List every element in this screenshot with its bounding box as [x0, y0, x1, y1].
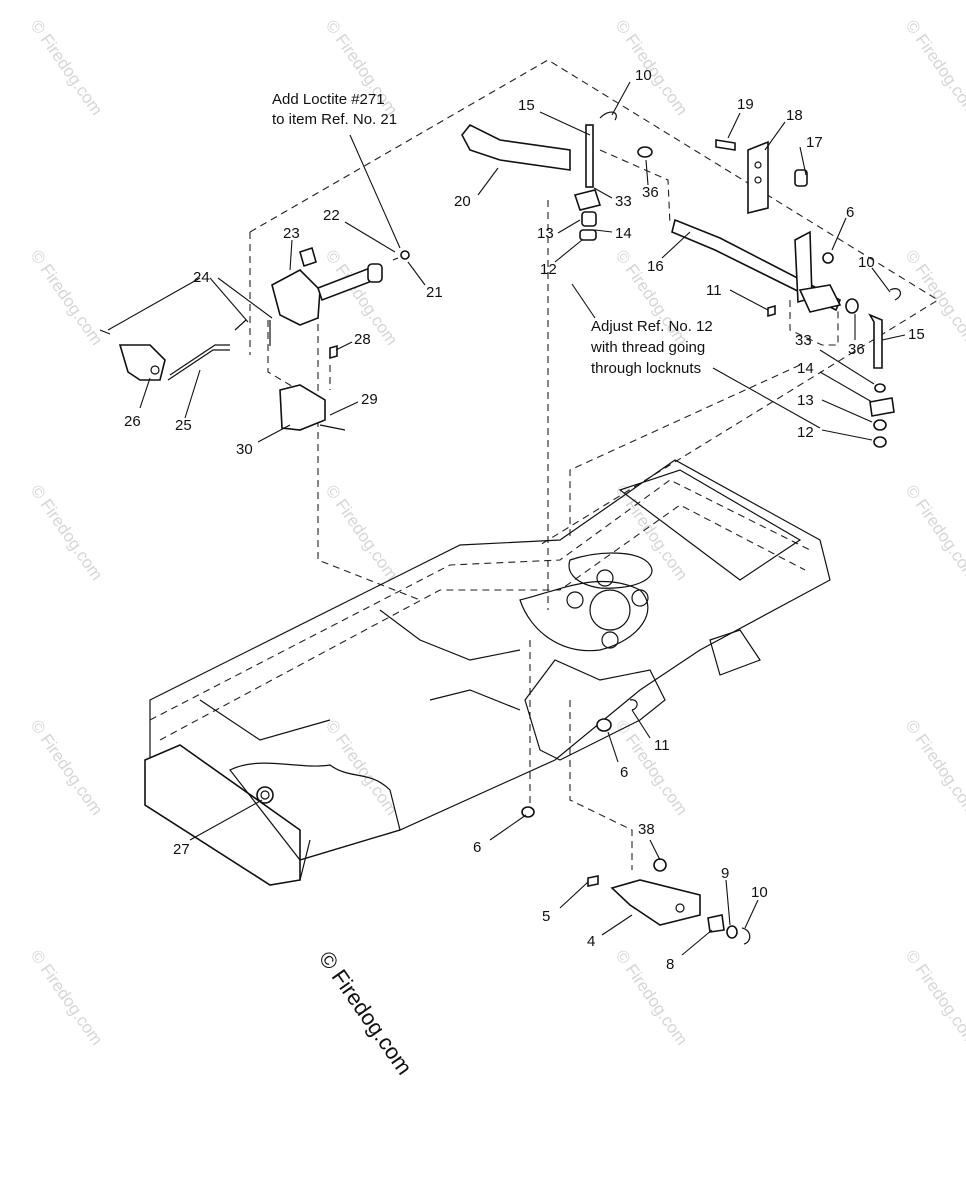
- callout: 13: [797, 392, 814, 409]
- callout: 10: [858, 254, 875, 271]
- callout-labels: 10 15 19 18 17 20 33 36 13 14 12 16 6 10…: [124, 67, 925, 973]
- callout: 10: [751, 884, 768, 901]
- callout: 20: [454, 193, 471, 210]
- watermark-grid: © Firedog.com © Firedog.com © Firedog.co…: [27, 16, 966, 1048]
- callout: 9: [721, 865, 729, 882]
- loctite-note-line: Add Loctite #271: [272, 91, 385, 108]
- callout: 16: [647, 258, 664, 275]
- adjust-note-line: Adjust Ref. No. 12: [591, 318, 713, 335]
- assembly-guides: [249, 59, 940, 870]
- watermark: © Firedog.com: [27, 246, 107, 348]
- watermark: © Firedog.com: [902, 946, 966, 1048]
- callout: 14: [615, 225, 632, 242]
- callout: 6: [846, 204, 854, 221]
- callout: 5: [542, 908, 550, 925]
- callout: 30: [236, 441, 253, 458]
- callout: 36: [848, 341, 865, 358]
- callout: 21: [426, 284, 443, 301]
- callout: 11: [654, 737, 670, 754]
- watermark: © Firedog.com: [612, 946, 692, 1048]
- callout: 4: [587, 933, 595, 950]
- copyright-watermark: © Firedog.com: [314, 947, 417, 1080]
- callout: 13: [537, 225, 554, 242]
- callout: 25: [175, 417, 192, 434]
- callout: 10: [635, 67, 652, 84]
- lift-linkage-parts: [461, 111, 902, 448]
- callout: 29: [361, 391, 378, 408]
- adjust-note-line: through locknuts: [591, 360, 701, 377]
- watermark: © Firedog.com: [322, 481, 402, 583]
- callout: 6: [473, 839, 481, 856]
- watermark: © Firedog.com: [902, 16, 966, 118]
- leader-lines: [107, 81, 906, 956]
- callout: 36: [642, 184, 659, 201]
- callout: 33: [615, 193, 632, 210]
- callout: 19: [737, 96, 754, 113]
- callout: 12: [797, 424, 814, 441]
- callout: 14: [797, 360, 814, 377]
- callout: 23: [283, 225, 300, 242]
- callout: 6: [620, 764, 628, 781]
- callout: 22: [323, 207, 340, 224]
- watermark: © Firedog.com: [902, 716, 966, 818]
- lower-bracket-parts: [521, 699, 751, 945]
- callout: 11: [706, 282, 722, 299]
- watermark: © Firedog.com: [902, 481, 966, 583]
- callout: 8: [666, 956, 674, 973]
- watermark: © Firedog.com: [27, 481, 107, 583]
- callout: 24: [193, 269, 210, 286]
- callout: 15: [518, 97, 535, 114]
- callout: 12: [540, 261, 557, 278]
- loctite-note-line: to item Ref. No. 21: [272, 111, 397, 128]
- adjust-note-line: with thread going: [590, 339, 705, 356]
- adjust-note: Adjust Ref. No. 12 with thread going thr…: [590, 318, 713, 377]
- callout: 33: [795, 332, 812, 349]
- callout: 26: [124, 413, 141, 430]
- chassis-frame: [144, 459, 831, 886]
- watermark: © Firedog.com: [27, 716, 107, 818]
- watermark: © Firedog.com: [27, 946, 107, 1048]
- loctite-note: Add Loctite #271 to item Ref. No. 21: [272, 91, 397, 128]
- callout: 15: [908, 326, 925, 343]
- callout: 18: [786, 107, 803, 124]
- actuator-parts: [99, 246, 410, 431]
- callout: 28: [354, 331, 371, 348]
- callout: 17: [806, 134, 823, 151]
- watermark: © Firedog.com: [27, 16, 107, 118]
- callout: 38: [638, 821, 655, 838]
- callout: 27: [173, 841, 190, 858]
